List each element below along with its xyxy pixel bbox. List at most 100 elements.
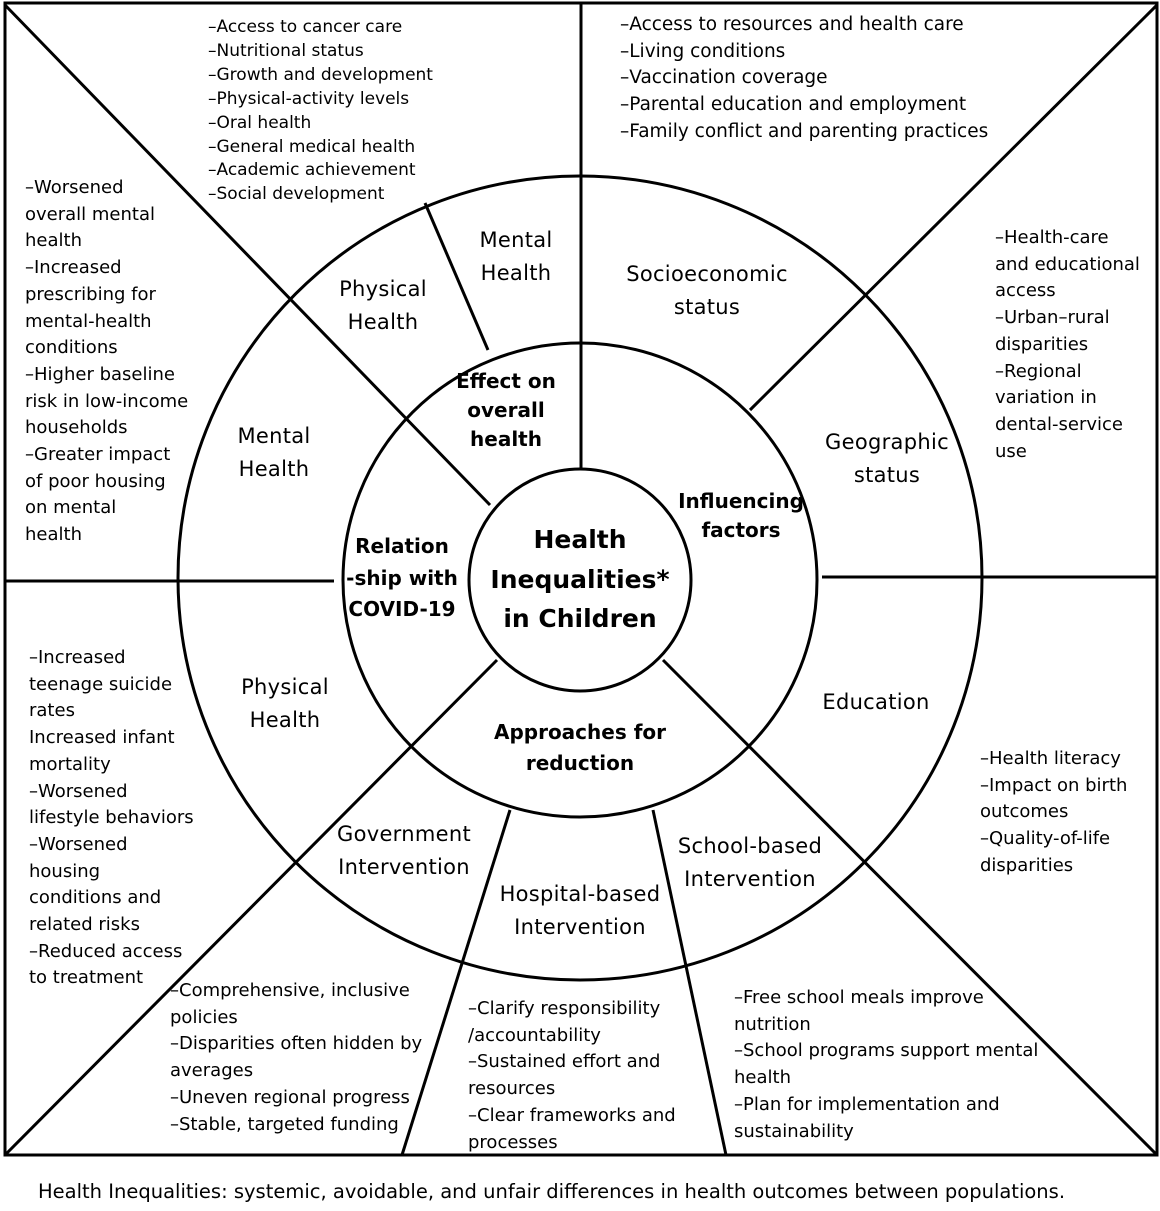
quadrant-line: Approaches for: [493, 720, 667, 744]
list-socioeconomic-status: –Access to resources and health care –Li…: [620, 12, 988, 146]
segment-physical-health-top: Physical Health: [313, 273, 453, 338]
list-government-intervention: –Comprehensive, inclusive policies –Disp…: [170, 978, 422, 1138]
list-covid-physical-health: –Increased teenage suicide rates Increas…: [29, 645, 194, 992]
center-circle: [467, 467, 693, 693]
list-item: –Urban–rural: [995, 307, 1110, 329]
list-item: mental-health: [25, 310, 152, 332]
list-item: –Uneven regional progress: [170, 1086, 410, 1108]
list-item: health: [734, 1067, 791, 1089]
list-item: /accountability: [468, 1024, 601, 1046]
list-item: –Stable, targeted funding: [170, 1113, 399, 1135]
list-item: health: [25, 524, 82, 546]
list-item: mortality: [29, 753, 111, 775]
diagonal-top-left: [3, 3, 492, 507]
segment-line: Mental: [237, 424, 311, 448]
segment-line: Hospital-based: [499, 882, 661, 906]
quadrant-line: reduction: [525, 751, 635, 775]
list-item: –Free school meals improve: [734, 987, 984, 1008]
quadrant-effect-on-overall-health: Effect on overall health: [420, 367, 592, 454]
list-item: –Physical-activity levels: [208, 88, 410, 109]
list-item: –Worsened: [29, 833, 128, 855]
segment-line: status: [673, 294, 741, 319]
list-item: –Sustained effort and: [468, 1051, 661, 1073]
segment-mental-health-top: Mental Health: [456, 224, 576, 289]
list-item: housing: [29, 860, 101, 882]
list-item: –Clear frameworks and: [468, 1104, 676, 1126]
list-item: disparities: [995, 333, 1089, 355]
quadrant-approaches-for-reduction: Approaches for reduction: [470, 717, 690, 779]
list-item: –Increased: [29, 647, 126, 668]
separator-hospital-left: [400, 809, 512, 1156]
segment-geographic-status: Geographic status: [802, 426, 972, 491]
segment-line: Intervention: [514, 914, 646, 939]
list-item: –Greater impact: [25, 444, 171, 466]
list-item: rates: [29, 700, 75, 722]
list-item: averages: [170, 1060, 254, 1082]
segment-mental-health-left: Mental Health: [204, 420, 344, 485]
diagonal-top-right: [748, 3, 1159, 412]
quadrant-line: overall: [467, 398, 545, 422]
list-item: health: [25, 230, 82, 252]
list-item: –Parental education and employment: [620, 94, 967, 116]
segment-school-based-intervention: School-based Intervention: [660, 830, 840, 895]
list-item: processes: [468, 1131, 558, 1153]
list-item: overall mental: [25, 203, 155, 225]
list-item: of poor housing: [25, 470, 166, 492]
center-line: in Children: [503, 604, 657, 633]
segment-line: Physical: [339, 277, 427, 301]
list-geographic-status: –Health-care and educational access –Urb…: [995, 225, 1140, 465]
list-item: dental-service: [995, 413, 1123, 435]
quadrant-line: COVID-19: [348, 597, 456, 621]
segment-line: Geographic: [825, 430, 949, 454]
quadrant-line: factors: [701, 518, 781, 542]
segment-line: Health: [480, 260, 552, 285]
list-hospital-based-intervention: –Clarify responsibility /accountability …: [468, 996, 676, 1156]
list-item: teenage suicide: [29, 673, 173, 695]
segment-line: School-based: [677, 834, 823, 858]
list-item: use: [995, 440, 1027, 462]
list-item: –Worsened: [25, 177, 124, 198]
list-item: –Access to cancer care: [208, 17, 403, 37]
quadrant-line: Relation: [355, 534, 449, 558]
list-item: disparities: [980, 854, 1074, 876]
quadrant-line: -ship with: [346, 565, 458, 590]
list-item: Increased infant: [29, 727, 175, 749]
figure-caption: Health Inequalities: systemic, avoidable…: [38, 1180, 1066, 1203]
list-item: and educational: [995, 253, 1140, 275]
list-item: –Regional: [995, 360, 1082, 382]
diagonal-bottom-right: [661, 658, 1159, 1157]
segment-line: status: [853, 462, 921, 487]
segment-government-intervention: Government Intervention: [319, 818, 489, 883]
list-item: –Worsened: [29, 780, 128, 802]
quadrant-line: Effect on: [456, 369, 556, 393]
list-item: –Comprehensive, inclusive: [170, 980, 410, 1001]
list-item: –Clarify responsibility: [468, 998, 661, 1019]
segment-physical-health-left: Physical Health: [215, 671, 355, 736]
center-line: Inequalities*: [490, 564, 670, 594]
list-item: –Living conditions: [620, 40, 786, 62]
segment-line: Health: [347, 309, 419, 334]
list-item: –Plan for implementation and: [734, 1093, 1000, 1115]
list-item: –Oral health: [208, 112, 312, 133]
list-education: –Health literacy –Impact on birth outcom…: [980, 746, 1127, 880]
segment-line: Government: [337, 822, 471, 846]
list-item: –Impact on birth: [980, 774, 1128, 796]
segment-line: Health: [249, 707, 321, 732]
list-item: –Nutritional status: [208, 40, 364, 61]
list-item: –General medical health: [208, 136, 416, 157]
list-item: resources: [468, 1078, 556, 1100]
segment-education: Education: [796, 686, 956, 719]
list-item: outcomes: [980, 801, 1069, 823]
segment-line: Intervention: [684, 866, 816, 891]
quadrant-line: health: [470, 427, 542, 451]
list-item: –Quality-of-life: [980, 828, 1111, 850]
list-item: nutrition: [734, 1013, 811, 1035]
list-effect-on-overall-health: –Access to cancer care –Nutritional stat…: [208, 16, 433, 207]
segment-socioeconomic-status: Socioeconomic status: [602, 258, 812, 323]
separator-hospital-right: [651, 809, 728, 1156]
quadrant-influencing-factors: Influencing factors: [660, 487, 822, 545]
quadrant-line: Influencing: [678, 489, 804, 513]
list-item: –School programs support mental: [734, 1040, 1039, 1062]
list-item: prescribing for: [25, 283, 156, 305]
